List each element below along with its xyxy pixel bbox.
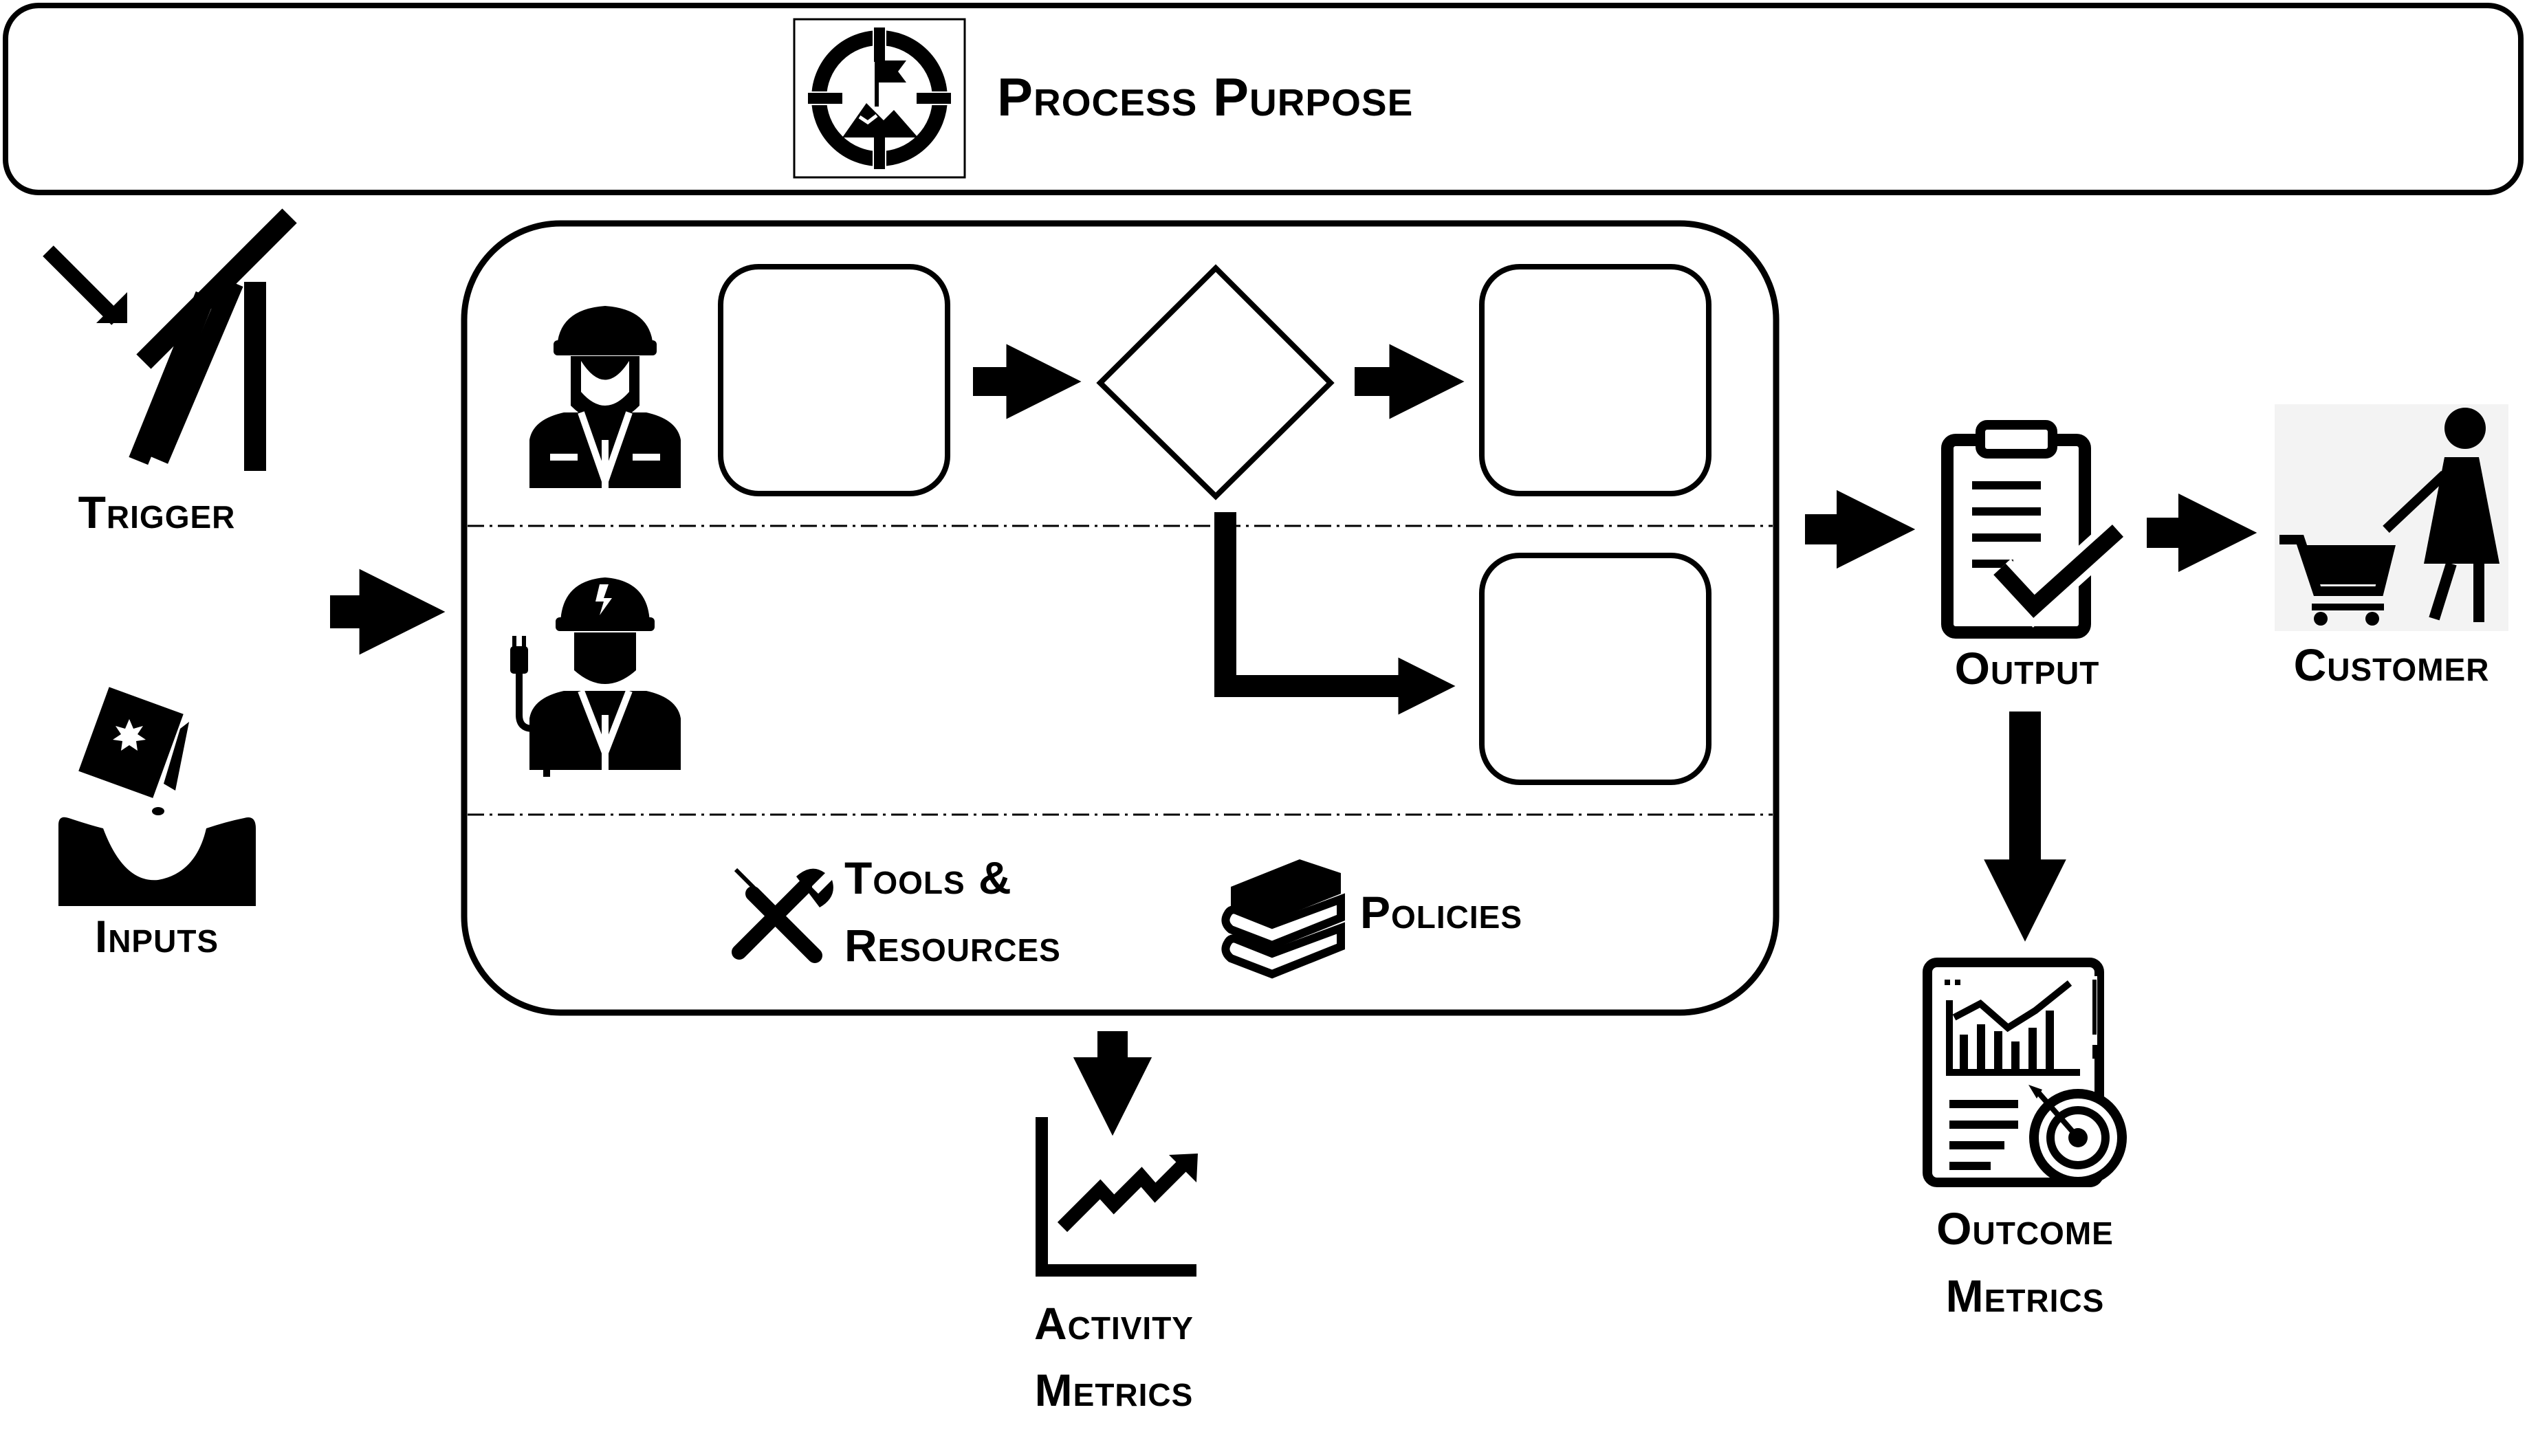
inputs-group: Inputs [58,687,256,962]
report-target-icon [1923,958,2127,1187]
trigger-label: Trigger [78,487,236,538]
process-purpose-bar: Process Purpose [3,3,2524,195]
output-label: Output [1955,643,2100,694]
activity-metrics-line2: Metrics [1035,1365,1194,1415]
seed-pouring-icon [58,687,256,906]
customer-label: Customer [2294,639,2490,690]
female-worker-icon [529,306,681,495]
activity-metrics-line1: Activity [1034,1298,1194,1349]
process-purpose-label: Process Purpose [997,67,1413,127]
process-box: Tools & Resources Policies [461,220,1780,1016]
inputs-label: Inputs [95,911,219,962]
outcome-metrics-line2: Metrics [1946,1270,2105,1321]
shopper-cart-icon [2275,404,2508,631]
arrow-decision-to-step3 [1214,512,1456,715]
decision-diamond [1096,264,1335,500]
process-step-1 [718,264,950,496]
clipboard-check-icon [1941,420,2128,639]
tools-label-line1: Tools & [844,852,1012,903]
outcome-metrics-line1: Outcome [1936,1203,2114,1254]
process-step-2 [1479,264,1711,496]
policies-label: Policies [1360,887,1522,938]
wrench-screwdriver-icon [732,868,833,963]
electrician-icon [510,577,681,777]
falling-dominoes-icon [43,208,297,471]
target-flag-icon [793,18,966,179]
book-stack-icon [1221,859,1345,979]
tools-label-line2: Resources [844,920,1061,971]
trigger-group: Trigger [43,208,297,538]
process-step-3 [1479,553,1711,785]
trend-chart-icon [1036,1117,1198,1277]
